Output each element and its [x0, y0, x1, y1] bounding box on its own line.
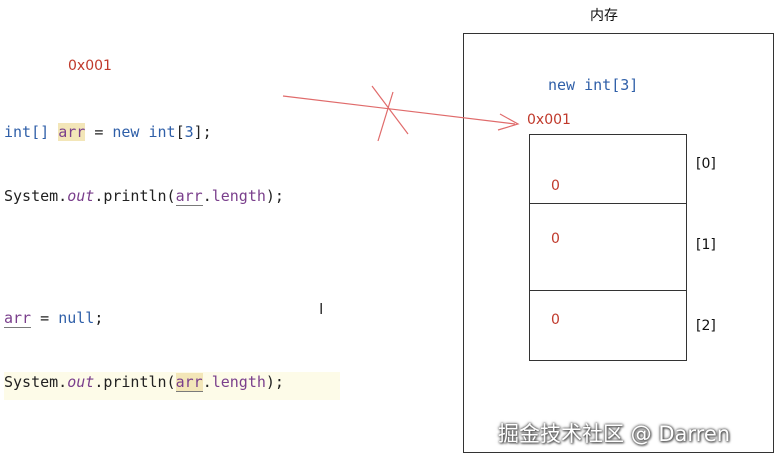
println-call: .println(: [94, 373, 176, 391]
call-end: );: [265, 373, 284, 391]
arr-argument: arr: [175, 373, 203, 392]
equals-sign: =: [94, 123, 104, 141]
watermark: 掘金技术社区 @ Darren: [498, 422, 731, 446]
reference-arrow-head: [497, 113, 520, 131]
open-bracket: [: [175, 123, 185, 141]
array-size: 3: [184, 123, 194, 141]
memory-box: [463, 33, 774, 453]
memory-title: 内存: [590, 8, 618, 24]
println-call: .println(: [94, 187, 176, 205]
cell-value-0: 0: [551, 178, 560, 194]
system-class: System.: [4, 187, 68, 205]
cross-out-mark-a: [371, 85, 409, 135]
code-line-3: arr = null;: [4, 308, 340, 336]
heap-address-label: 0x001: [527, 112, 571, 128]
system-class: System.: [4, 373, 68, 391]
null-keyword: null: [58, 309, 95, 327]
equals-sign: =: [40, 309, 50, 327]
cell-index-2: [2]: [696, 318, 716, 334]
cell-value-1: 0: [551, 231, 560, 247]
code-line-2: System.out.println(arr.length);: [4, 186, 340, 214]
cell-divider: [530, 290, 686, 291]
text-cursor-icon: I: [319, 300, 324, 318]
out-field: out: [67, 373, 95, 391]
cell-index-0: [0]: [696, 156, 716, 172]
cell-divider: [530, 203, 686, 204]
code-line-4: System.out.println(arr.length);: [4, 372, 340, 400]
dot: .: [202, 373, 212, 391]
code-block: int[] arr = new int[3]; System.out.print…: [4, 86, 340, 418]
cell-value-2: 0: [551, 312, 560, 328]
arr-argument: arr: [175, 187, 203, 206]
semicolon: ;: [94, 309, 104, 327]
cross-out-mark-b: [377, 91, 394, 142]
cell-index-1: [1]: [696, 237, 716, 253]
array-box: 0 0 0: [529, 134, 687, 361]
code-address-label: 0x001: [68, 58, 112, 74]
dot: .: [202, 187, 212, 205]
new-int-label: new int[3]: [548, 76, 639, 94]
code-line-1: int[] arr = new int[3];: [4, 122, 340, 150]
reference-arrow-line: [282, 95, 516, 125]
call-end: );: [265, 187, 284, 205]
arr-variable: arr: [58, 123, 86, 141]
close-bracket: ];: [193, 123, 212, 141]
length-member: length: [211, 373, 266, 391]
type-keyword: int[]: [4, 123, 50, 141]
int-keyword: int: [148, 123, 176, 141]
arr-assign-variable: arr: [4, 309, 32, 328]
new-keyword: new: [112, 123, 140, 141]
out-field: out: [67, 187, 95, 205]
length-member: length: [211, 187, 266, 205]
